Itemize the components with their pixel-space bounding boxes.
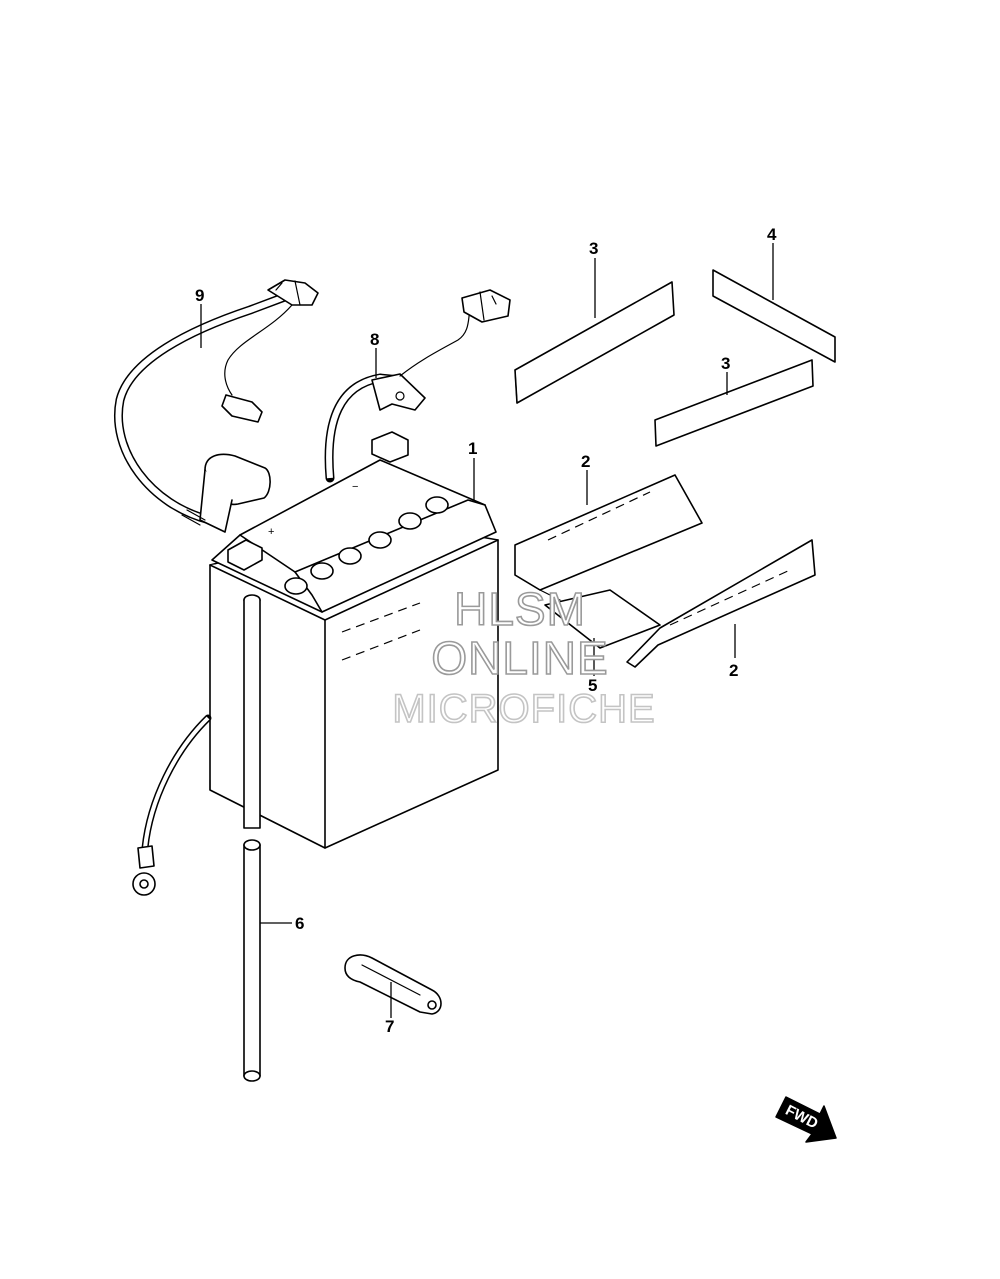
callout-7[interactable]: 7 <box>385 1017 394 1036</box>
negative-cable-part <box>132 714 212 896</box>
callout-6[interactable]: 6 <box>295 914 304 933</box>
pad-lower-part <box>654 359 814 447</box>
vent-cable-part <box>324 289 511 483</box>
callout-8[interactable]: 8 <box>370 330 379 349</box>
bracket-lower-part <box>626 539 816 668</box>
callout-3-lower[interactable]: 3 <box>721 354 730 373</box>
callout-1[interactable]: 1 <box>468 439 477 458</box>
watermark-line-3: MICROFICHE <box>392 687 655 731</box>
svg-text:+: + <box>268 526 274 538</box>
callout-9[interactable]: 9 <box>195 286 204 305</box>
svg-text:−: − <box>352 481 358 493</box>
watermark-line-1: HLSM <box>454 583 586 635</box>
battery-part: + − <box>209 431 499 849</box>
bracket-upper-part <box>514 474 703 601</box>
tray-part <box>544 589 661 649</box>
clamp-part <box>344 954 442 1015</box>
leader-lines <box>200 243 774 1018</box>
watermark-line-2: ONLINE <box>431 632 608 684</box>
callout-labels: 1 2 2 3 3 4 5 6 7 8 9 <box>195 225 777 1036</box>
pad-upper-part <box>514 281 675 404</box>
callout-2-lower[interactable]: 2 <box>729 661 738 680</box>
watermark: HLSM ONLINE MICROFICHE <box>392 582 656 732</box>
drain-hose-part <box>243 594 261 1082</box>
positive-cable-part <box>114 279 319 533</box>
forward-arrow-icon: FWD <box>775 1096 837 1143</box>
callout-4[interactable]: 4 <box>767 225 777 244</box>
callout-3-upper[interactable]: 3 <box>589 239 598 258</box>
callout-5[interactable]: 5 <box>588 676 597 695</box>
callout-2-upper[interactable]: 2 <box>581 452 590 471</box>
strip-part <box>712 269 836 363</box>
